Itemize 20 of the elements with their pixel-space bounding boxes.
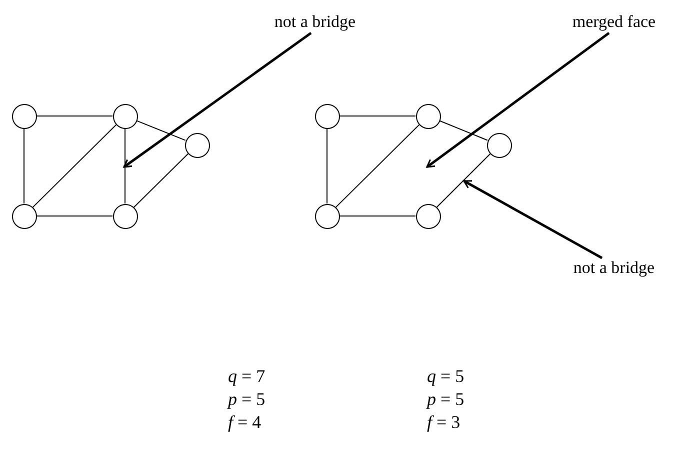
- equation: p = 5: [427, 388, 464, 410]
- leader-arrow: [123, 32, 312, 168]
- graph-edge: [124, 128, 126, 204]
- equation: f = 4: [228, 411, 262, 433]
- leader-arrow: [426, 32, 610, 168]
- callout-text: merged face: [572, 11, 656, 33]
- graph-edge: [32, 124, 117, 208]
- leader-arrow: [463, 180, 603, 260]
- graph-edge: [436, 153, 491, 208]
- graph-edge: [335, 124, 420, 208]
- equation: f = 3: [427, 411, 460, 433]
- graph-edge: [439, 120, 488, 141]
- graph-edge: [136, 120, 186, 141]
- equation: q = 7: [228, 365, 266, 387]
- graph-edge: [133, 153, 189, 208]
- callout-text: not a bridge: [573, 257, 655, 279]
- equation: p = 5: [228, 388, 266, 410]
- equation: q = 5: [427, 365, 464, 387]
- callout-text: not a bridge: [274, 11, 356, 33]
- graph-edge: [326, 128, 328, 204]
